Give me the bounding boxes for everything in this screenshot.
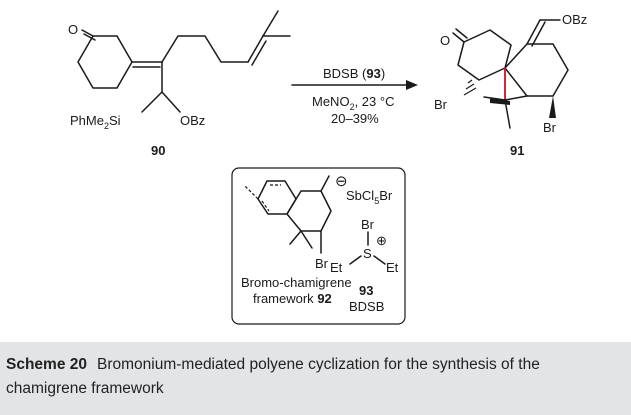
bdsb-ethyl-right: Et: [386, 260, 399, 275]
reaction-scheme: O PhMe2Si OBz 90 BDSB (93) MeNO2, 23 °C …: [68, 10, 587, 325]
product-bromine-left: Br: [434, 97, 448, 112]
bdsb-name: BDSB: [349, 299, 384, 314]
reaction-arrow-head: [406, 80, 418, 90]
bdsb-charge: ⊕: [376, 233, 387, 248]
reagent-text: BDSB (93): [323, 66, 385, 81]
solvent-temperature-text: MeNO2, 23 °C: [312, 94, 394, 112]
framework-name-line2: framework 92: [253, 291, 332, 306]
counterion-charge: ⊖: [335, 173, 348, 190]
product-ester-group: OBz: [562, 12, 587, 27]
caption-label: Scheme 20: [6, 356, 87, 373]
yield-text: 20–39%: [331, 111, 379, 126]
bdsb-right-bond: [373, 255, 386, 265]
bdsb-sulfur: S: [363, 246, 372, 261]
bdsb-ethyl-left: Et: [330, 260, 343, 275]
bdsb-compound-label: 93: [359, 283, 373, 298]
counterion-formula: SbCl5Br: [346, 188, 393, 206]
product-bromine-right: Br: [543, 120, 557, 135]
reactant-90-structure: [77, 10, 291, 113]
bdsb-bromine: Br: [361, 217, 375, 232]
product-compound-label: 91: [510, 143, 524, 158]
framework-name-line1: Bromo-chamigrene: [241, 275, 352, 290]
framework-bromine: Br: [315, 256, 329, 271]
reactant-silyl-group: PhMe2Si: [70, 113, 121, 131]
reactant-compound-label: 90: [151, 143, 165, 158]
reactant-ketone-oxygen: O: [68, 22, 78, 37]
product-91-structure: [452, 19, 569, 129]
reactant-ester-group: OBz: [180, 113, 205, 128]
bdsb-left-bond: [349, 255, 362, 265]
caption-text: Bromonium-mediated polyene cyclization f…: [6, 356, 540, 397]
framework-92-structure: [244, 175, 332, 254]
framework-box: [231, 167, 406, 325]
product-ketone-oxygen: O: [440, 33, 450, 48]
